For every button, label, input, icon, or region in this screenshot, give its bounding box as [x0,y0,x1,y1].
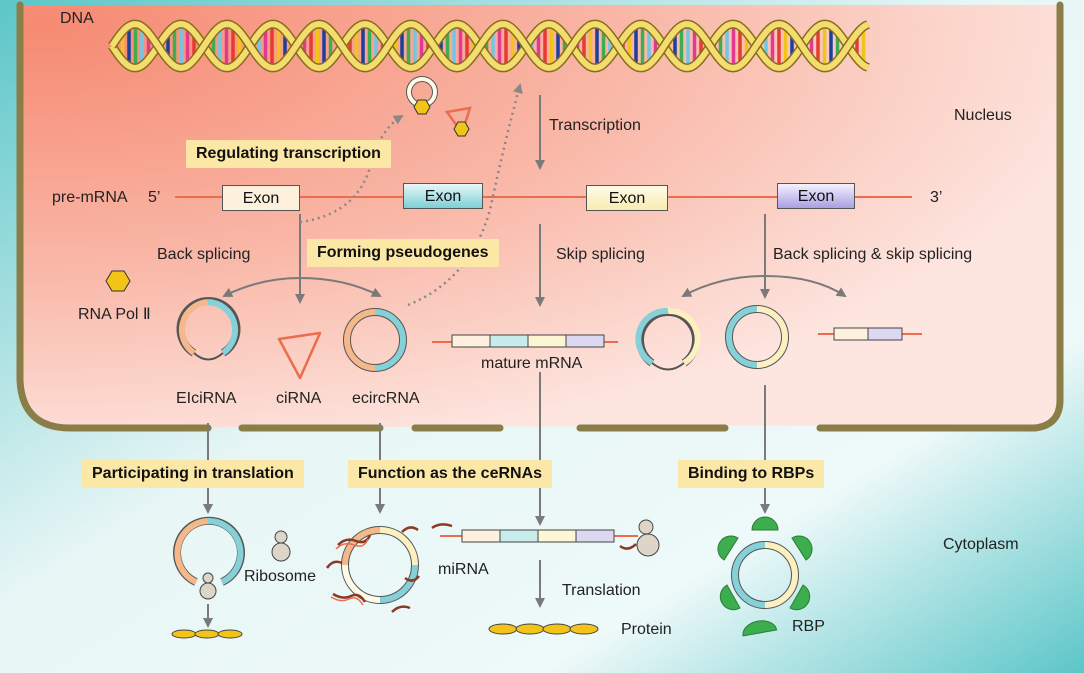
helix-backbone [109,20,870,72]
to-elcirna-arrow [222,277,301,297]
rna-pol-label: RNA Pol Ⅱ [78,306,151,323]
rbp-bound-circrna [717,516,813,611]
cerna-function-box: Function as the ceRNAs [348,460,553,488]
cirna-label: ciRNA [276,390,322,407]
participating-translation-box: Participating in translation [82,460,304,488]
ecircrna-label: ecircRNA [352,390,420,407]
mature-mrna-strand [432,334,618,348]
ellipse-chain-icon [171,629,243,639]
forming-pseudogenes-dotted-arrow [407,83,523,307]
five-prime-label: 5’ [148,189,161,206]
protein-label: Protein [621,621,672,638]
exon-box-1: Exon [222,185,300,211]
exon-box-3: Exon [586,185,668,211]
three-prime-label: 3’ [930,189,943,206]
nucleus-area [20,5,1060,428]
back-splicing-label: Back splicing [157,246,251,263]
circ-right-1 [635,307,701,371]
cirna-lariat [277,331,322,380]
transcription-label: Transcription [549,117,641,134]
elcirna-circle [176,297,241,361]
back-skip-splicing-label: Back splicing & skip splicing [773,246,973,263]
linear-skip-product [818,327,922,341]
nuclear-envelope [16,1,1064,432]
double-helix-icon [108,19,870,73]
translation-label: Translation [562,582,641,599]
semicircle-icon [742,620,778,637]
ribosome-label: Ribosome [244,568,317,585]
mirna-label: miRNA [438,561,489,578]
helix-backbone [109,20,870,72]
mature-mrna-label: mature mRNA [481,355,583,372]
binding-rbps-box: Binding to RBPs [678,460,825,488]
to-circ-left-arrow [681,275,766,297]
rbp-label: RBP [792,618,825,635]
translating-circrna [173,516,245,600]
cirna-pol-complex [444,106,472,137]
elcirna-label: EIciRNA [176,390,237,407]
forming-pseudogenes-box: Forming pseudogenes [307,239,499,267]
dna-label: DNA [60,10,94,27]
ribosome-icon [271,530,291,562]
nucleus-label: Nucleus [954,107,1012,124]
regulating-transcription-box: Regulating transcription [186,140,391,168]
exon-box-4: Exon [777,183,855,209]
protein-chain-icon [488,623,599,635]
hexagon-icon [105,270,131,292]
ecircrna-circle [343,308,407,372]
circ-right-2 [725,305,789,369]
to-linear-right-arrow [764,275,847,298]
exon-box-2: Exon [403,183,483,209]
elcirna-pol-complex [406,76,438,115]
translating-mrna [431,519,660,557]
cytoplasm-label: Cytoplasm [943,536,1019,553]
to-ecircrna-arrow [299,277,382,297]
cerna-sponge [325,526,420,613]
pre-mrna-label: pre-mRNA [52,189,128,206]
skip-splicing-label: Skip splicing [556,246,645,263]
